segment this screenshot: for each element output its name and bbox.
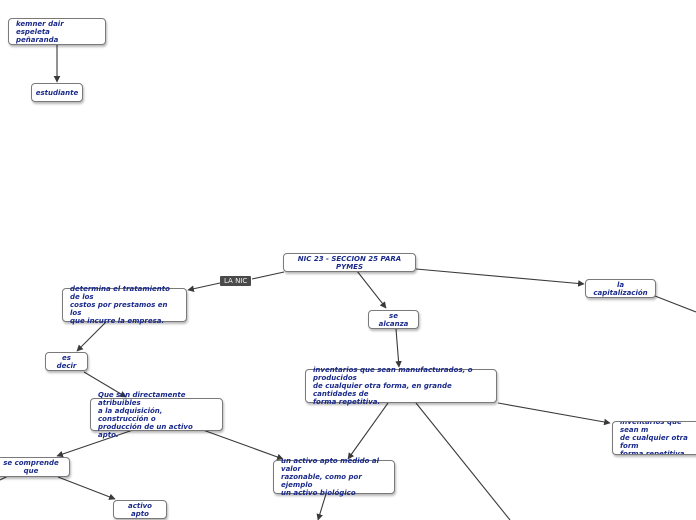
connector-unactivo-offscreen xyxy=(316,493,327,520)
node-que-son[interactable]: Que son directamente atribuibles a la ad… xyxy=(90,391,223,439)
connector-lanic-determina xyxy=(187,282,221,292)
node-es-decir[interactable]: es decir xyxy=(45,352,88,371)
node-inventarios[interactable]: inventarios que sean manufacturados, o p… xyxy=(305,366,497,406)
connector-determina-esdecir xyxy=(76,321,107,352)
connector-queson-unactivo xyxy=(202,429,284,461)
connector-inventarios-inventarios2 xyxy=(497,402,611,426)
node-capitalizacion[interactable]: la capitalización xyxy=(585,279,656,298)
connector-root-lanic xyxy=(251,271,285,280)
node-inventarios-2[interactable]: inventarios que sean m de cualquier otra… xyxy=(612,421,696,455)
connector-inventarios-offscreen xyxy=(415,402,511,520)
node-author[interactable]: kemner dair espeleta peñaranda xyxy=(8,18,106,45)
node-root[interactable]: NIC 23 - SECCION 25 PARA PYMES xyxy=(283,253,416,272)
connector-capitalizacion-offscreen xyxy=(654,295,696,313)
node-activo-apto[interactable]: activo apto xyxy=(113,500,167,519)
connector-inventarios-unactivo xyxy=(347,402,389,460)
connector-root-sealcanza xyxy=(356,270,387,309)
connector-sealcanza-inventarios xyxy=(395,328,402,368)
connector-secomprende-activoapto xyxy=(57,476,116,500)
node-se-alcanza[interactable]: se alcanza xyxy=(368,310,419,329)
label-la-nic: LA NIC xyxy=(220,276,252,286)
node-role[interactable]: estudiante xyxy=(31,83,83,102)
node-se-comprende[interactable]: se comprende que xyxy=(0,457,70,477)
node-determina[interactable]: determina el tratamiento de los costos p… xyxy=(62,285,187,325)
connector-root-capitalizacion xyxy=(415,268,585,287)
connector-queson-secomprende xyxy=(56,429,134,458)
node-un-activo[interactable]: un activo apto medido al valor razonable… xyxy=(273,457,395,497)
connector-esdecir-queson xyxy=(83,371,127,398)
